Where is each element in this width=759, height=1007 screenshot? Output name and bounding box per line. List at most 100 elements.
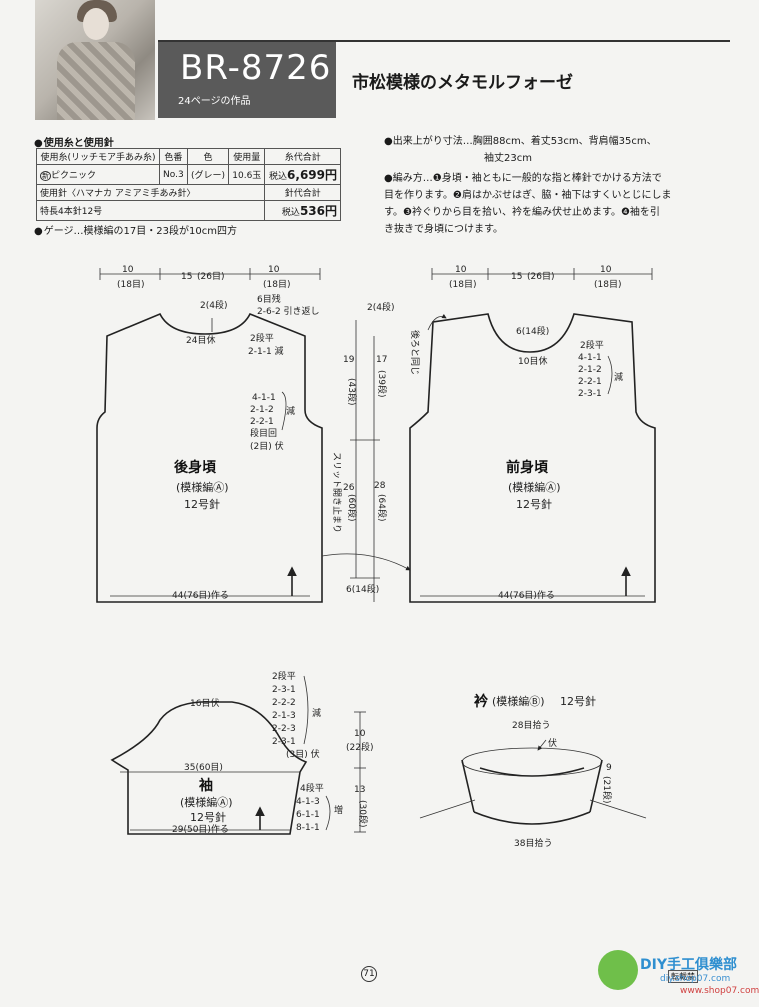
sleeve-width: 35(60目)	[184, 762, 223, 773]
front-neck-dec: 減	[614, 371, 623, 383]
front-neck5: 2-3-1	[578, 389, 602, 399]
m-shoulder: 2(4段)	[367, 301, 394, 313]
m-body: 26	[343, 483, 355, 493]
front-neck-depth: 6(14段)	[516, 325, 549, 337]
tax-label-2: 税込	[281, 208, 300, 218]
watermark-logo-icon	[598, 950, 638, 990]
back-outline	[96, 312, 323, 603]
gauge-text: ゲージ…模様編の17目・23段が10cm四方	[34, 222, 237, 237]
back-bind-center: 24目休	[186, 334, 215, 346]
back-top-right: 10	[268, 265, 280, 275]
pattern-code: BR-8726	[180, 48, 332, 88]
sleeve-name: 袖	[199, 777, 213, 794]
sleeve-cap-bind2: (3目) 伏	[286, 748, 320, 760]
back-top-mid-st: (26目)	[197, 271, 224, 282]
sleeve-under-h: 13	[354, 785, 365, 795]
back-body-diagram: 10 (18目) 15 (26目) 10 (18目) 2(4段) 6目残 2-6…	[96, 265, 323, 603]
back-shoulder-rows: 2(4段)	[200, 299, 227, 311]
back-arm1: 4-1-1	[252, 393, 276, 403]
sleeve-cap-bind: 16目伏	[190, 697, 219, 709]
back-pattern: (模様編Ⓐ)	[176, 480, 229, 494]
sleeve-inc: 増	[334, 804, 343, 816]
materials-heading: 使用糸と使用針	[34, 134, 114, 149]
front-top-mid-st: (26目)	[527, 271, 554, 282]
back-top-right-st: (18目)	[263, 279, 290, 290]
yarn-price: 6,699円	[287, 168, 337, 182]
back-arm3: 2-2-1	[250, 417, 274, 427]
sleeve-cap-h: 10	[354, 729, 366, 739]
m-hem: 6(14段)	[346, 583, 379, 595]
front-top-left: 10	[455, 265, 467, 275]
needle-size: 特長4本針12号	[35, 200, 266, 221]
sleeve-pattern: (模様編Ⓐ)	[180, 795, 233, 809]
collar-bottom-edge	[473, 811, 591, 825]
sleeve-diagram: 16目伏 2段平 2-3-1 2-2-2 2-1-3 2-2-3 2-3-1 減…	[110, 670, 373, 835]
finished-size-1: ●出来上がり寸法…胸囲88cm、着丈53cm、背肩幅35cm、	[384, 136, 657, 147]
reprint-stamp: 転載禁	[668, 970, 698, 983]
back-needle: 12号針	[184, 497, 220, 511]
front-neck3: 2-1-2	[578, 365, 602, 375]
watermark-url-2: www.shop07.com	[680, 986, 759, 996]
sleeve-cap4: 2-1-3	[272, 711, 296, 721]
sleeve-inc1: 4段平	[300, 782, 324, 794]
m-armhole-rows: (43段)	[346, 378, 358, 405]
back-bottom: 44(76目)作る	[172, 589, 229, 601]
sweater-shape	[57, 42, 135, 120]
m-body-rows: (60段)	[346, 494, 358, 521]
front-neck1: 2段平	[580, 339, 604, 351]
page-title: 市松模様のメタモルフォーゼ	[352, 73, 573, 93]
collar-diagram: 衿 (模様編Ⓑ) 12号針 28目拾う 伏 9 (21段) 38目拾う	[419, 693, 647, 849]
collar-pattern: (模様編Ⓑ)	[492, 694, 545, 708]
front-outline	[409, 313, 656, 603]
face-shape	[83, 8, 109, 40]
collar-front-edge	[479, 767, 585, 777]
header-rule	[158, 40, 730, 42]
back-arm2: 2-1-2	[250, 405, 274, 415]
front-top-right-st: (18目)	[594, 279, 621, 290]
sleeve-cap1: 2段平	[272, 670, 296, 682]
center-measures: 2(4段) 19 (43段) 17 (39段) 26 (60段) 28 (64段…	[321, 301, 411, 602]
collar-height: 9	[606, 763, 612, 773]
sleeve-cap2: 2-3-1	[272, 685, 296, 695]
collar-right-side	[589, 759, 603, 813]
sleeve-inc4: 8-1-1	[296, 823, 320, 833]
collar-needle: 12号針	[560, 694, 596, 708]
method-3: す。❸衿ぐりから目を拾い、衿を編み伏せ止めます。❹袖を引	[384, 207, 660, 218]
sleeve-cap3: 2-2-2	[272, 698, 296, 708]
yarn-amount: 10.6玉	[228, 164, 266, 185]
sleeve-cap5: 2-2-3	[272, 724, 296, 734]
needle-price-cell: 税込536円	[264, 200, 341, 221]
front-needle: 12号針	[516, 497, 552, 511]
watermark-url-1: diy.shop07.com	[660, 974, 731, 984]
sleeve-outline	[110, 701, 308, 835]
sleeve-needle: 12号針	[190, 810, 226, 824]
back-short-rows: 2-6-2 引き返し	[257, 305, 320, 317]
method-1: ●編み方…❶身頃・袖ともに一般的な指と棒針でかける方法で	[384, 173, 662, 184]
collar-left-side	[461, 759, 475, 813]
front-top-right: 10	[600, 265, 612, 275]
collar-bottom-pick: 38目拾う	[514, 837, 552, 849]
m-armhole: 19	[343, 355, 355, 365]
front-neck2: 4-1-1	[578, 353, 602, 363]
back-arm-bind: (2目) 伏	[250, 440, 284, 452]
front-neck4: 2-2-1	[578, 377, 602, 387]
collar-top-pick: 28目拾う	[512, 719, 550, 731]
back-name: 後身頃	[174, 459, 217, 476]
back-neck-shape2: 2-1-1 減	[248, 345, 284, 357]
front-body-diagram: 10 (18目) 15 (26目) 10 (18目) 後ろと同じ 6(14段) …	[409, 265, 656, 603]
tax-label: 税込	[269, 172, 288, 182]
method-2: 目を作ります。❷肩はかぶせはぎ、脇・袖下はすくいとじにしま	[384, 190, 672, 201]
m-front-body-rows: (64段)	[376, 494, 388, 521]
back-top-left-st: (18目)	[117, 279, 144, 290]
sleeve-cast-on: 29(50目)作る	[172, 823, 229, 835]
front-pattern: (模様編Ⓐ)	[508, 480, 561, 494]
back-top-mid: 15	[181, 272, 192, 282]
m-front-body: 28	[374, 481, 386, 491]
method-4: き抜きで身頃につけます。	[384, 224, 503, 235]
sleeve-inc2: 4-1-3	[296, 797, 320, 807]
code-box	[158, 42, 336, 118]
needle-price: 536円	[299, 204, 337, 218]
sleeve-cap6: 2-3-1	[272, 737, 296, 747]
watermark-brand: DIY手工俱樂部	[640, 957, 737, 973]
